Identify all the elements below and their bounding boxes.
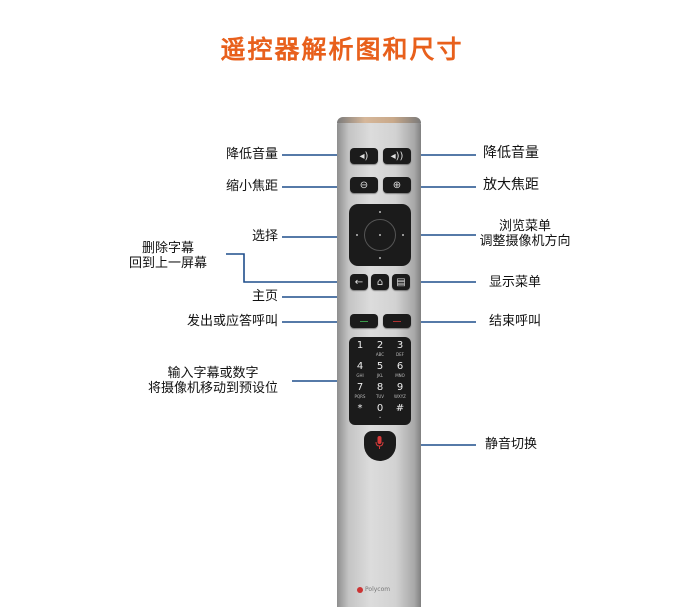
label-dpad-line1: 浏览菜单: [498, 219, 551, 234]
label-select: 选择: [251, 229, 278, 244]
zoom-in-button[interactable]: ⊕: [383, 177, 411, 193]
menu-button[interactable]: ▤: [392, 274, 410, 290]
key-hash[interactable]: #: [395, 403, 405, 414]
dpad-up-dot: [379, 211, 381, 213]
microphone-icon: [375, 436, 384, 449]
label-back-line2: 回到上一屏幕: [128, 256, 207, 271]
label-vol-up: 降低音量: [483, 145, 539, 161]
label-call: 发出或应答呼叫: [186, 314, 278, 329]
label-zoom-out: 缩小焦距: [225, 179, 278, 194]
label-dpad-line2: 调整摄像机方向: [479, 234, 571, 249]
label-vol-down: 降低音量: [225, 147, 278, 162]
back-button[interactable]: ←: [350, 274, 368, 290]
back-arrow-icon: ←: [354, 276, 364, 288]
end-call-indicator: [393, 320, 401, 322]
label-mute: 静音切换: [485, 437, 538, 452]
label-keypad-line1: 输入字幕或数字: [167, 366, 259, 381]
speaker-high-icon: ◂)): [390, 150, 404, 162]
label-home: 主页: [251, 289, 278, 304]
zoom-in-icon: ⊕: [392, 179, 402, 191]
label-keypad-line2: 将摄像机移动到预设位: [147, 381, 278, 396]
line-back: [226, 253, 352, 283]
key-star[interactable]: *: [357, 403, 363, 414]
label-zoom-in: 放大焦距: [483, 177, 539, 193]
dpad-center-dot: [379, 234, 381, 236]
mute-button[interactable]: [364, 431, 396, 461]
dpad-right-dot: [402, 234, 404, 236]
speaker-low-icon: ◂): [359, 150, 369, 162]
end-call-button[interactable]: [383, 314, 411, 328]
home-icon: ⌂: [376, 276, 384, 288]
key-0[interactable]: 0•: [376, 403, 384, 421]
menu-icon: ▤: [396, 276, 406, 288]
zoom-out-icon: ⊖: [359, 179, 369, 191]
label-back-line1: 删除字幕: [141, 241, 194, 256]
call-button[interactable]: [350, 314, 378, 328]
label-dpad: 浏览菜单 调整摄像机方向: [455, 219, 595, 249]
dpad-select-ring[interactable]: [364, 219, 396, 251]
key-1[interactable]: 1: [356, 340, 364, 351]
dpad-down-dot: [379, 257, 381, 259]
zoom-out-button[interactable]: ⊖: [350, 177, 378, 193]
dpad-left-dot: [356, 234, 358, 236]
label-keypad: 输入字幕或数字 将摄像机移动到预设位: [128, 366, 298, 396]
page-title: 遥控器解析图和尺寸: [220, 35, 464, 64]
brand-logo: Polycom: [357, 586, 390, 593]
label-back: 删除字幕 回到上一屏幕: [108, 241, 228, 271]
call-indicator: [360, 320, 368, 322]
vol-down-button[interactable]: ◂): [350, 148, 378, 164]
home-button[interactable]: ⌂: [371, 274, 389, 290]
vol-up-button[interactable]: ◂)): [383, 148, 411, 164]
dpad[interactable]: [349, 204, 411, 266]
label-end-call: 结束呼叫: [489, 314, 542, 329]
label-menu: 显示菜单: [489, 275, 542, 290]
